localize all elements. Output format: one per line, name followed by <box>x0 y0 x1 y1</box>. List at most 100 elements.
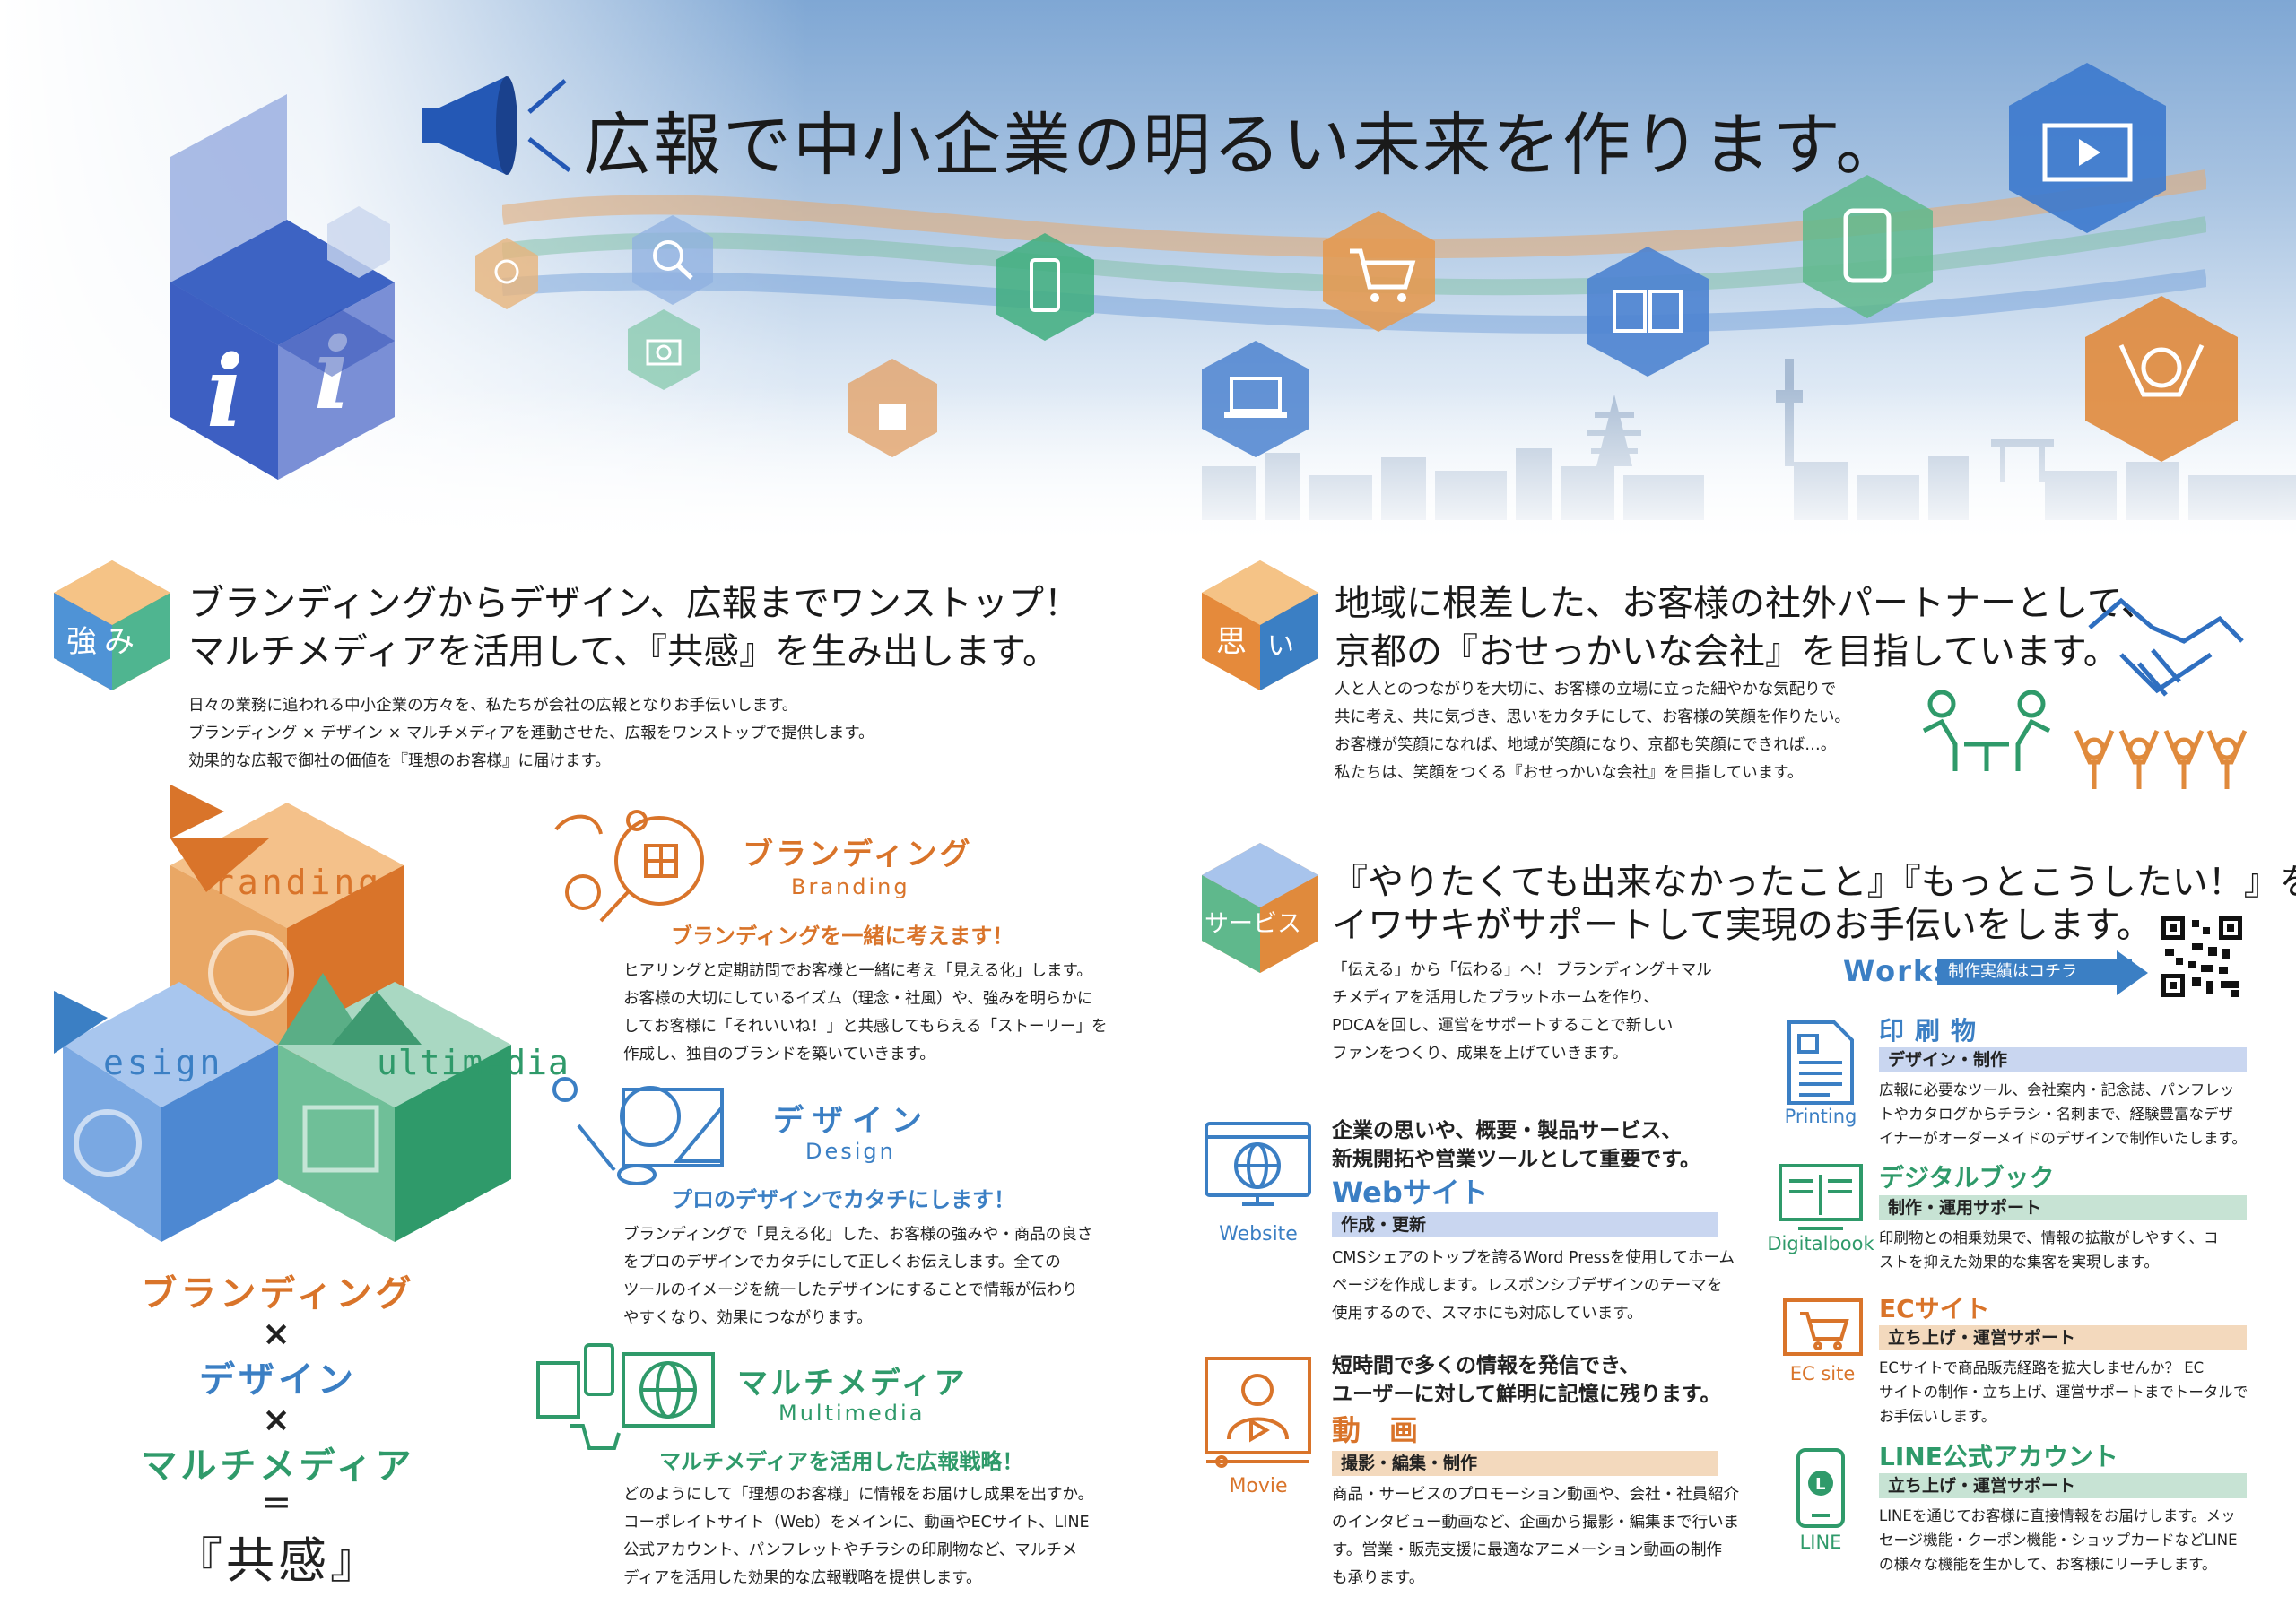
search-hex-icon <box>632 215 713 305</box>
multimedia-body: どのようにして「理想のお客様」に情報をお届けし成果を出すか。 コーポレイトサイト… <box>623 1486 1094 1587</box>
equation-times-1: × <box>262 1314 294 1353</box>
badge-service-label: サービス <box>1205 910 1301 938</box>
equation-branding: ブランディング <box>141 1272 415 1315</box>
iwasaki-logo-cube: i i <box>170 94 395 480</box>
branding-title: ブランディング <box>743 837 973 872</box>
website-bar: 作成・更新 <box>1332 1212 1718 1237</box>
multimedia-tagline: マルチメディアを活用した広報戦略！ <box>659 1449 1024 1474</box>
line-bar: 立ち上げ・運営サポート <box>1879 1473 2247 1498</box>
line-caption: LINE <box>1799 1532 1842 1553</box>
arrow-right-icon <box>2117 950 2148 995</box>
badge-strength-hex <box>54 560 170 690</box>
small-cube-icon <box>327 206 390 278</box>
works-link-text: 制作実績はコチラ <box>1937 959 2132 985</box>
svg-text:L: L <box>1815 1475 1825 1494</box>
badge-thought-hex <box>1202 560 1318 690</box>
equation-block: ブランディング × デザイン × マルチメディア ＝ 『共感』 <box>90 1264 466 1592</box>
line-title: LINE公式アカウント <box>1879 1442 2118 1471</box>
camera-hex-icon <box>628 309 700 390</box>
design-title: デザイン <box>773 1103 931 1139</box>
multimedia-subtitle: Multimedia <box>778 1401 926 1426</box>
printing-caption: Printing <box>1784 1106 1857 1127</box>
design-icon <box>552 1077 724 1185</box>
ecsite-icon <box>1783 1298 1863 1356</box>
equation-multimedia: マルチメディア <box>141 1445 415 1487</box>
strength-headline-2: マルチメディアを活用して、『共感』を生み出します。 <box>188 631 1058 673</box>
ecsite-body: ECサイトで商品販売経路を拡大しませんか？ EC サイトの制作・立ち上げ、運営サ… <box>1879 1359 2248 1425</box>
works-label: Works <box>1843 954 1953 988</box>
meeting-people-icon <box>1922 690 2051 771</box>
printing-bar: デザイン・制作 <box>1879 1047 2247 1072</box>
digitalbook-icon <box>1779 1164 1863 1230</box>
line-app-icon: L <box>1796 1448 1845 1528</box>
service-headline-1: 『やりたくても出来なかったこと』『もっとこうしたい！』を <box>1332 862 2296 903</box>
svg-text:i: i <box>206 334 244 449</box>
service-headline-2: イワサキがサポートして実現のお手伝いをします。 <box>1332 905 2152 946</box>
ecsite-caption: EC site <box>1789 1363 1856 1384</box>
equation-times-2: × <box>262 1400 294 1439</box>
printing-title: 印刷物 <box>1879 1016 1987 1046</box>
hero-title: 広報で中小企業の明るい未来を作ります。 <box>583 105 1906 185</box>
badge-thought-label-1: 思 <box>1216 624 1247 660</box>
lightbulb-hex-icon <box>475 238 538 309</box>
badge-strength-label: 強み <box>66 624 142 660</box>
branding-subtitle: Branding <box>791 874 910 899</box>
branding-body: ヒアリングと定期訪問でお客様と一緒に考え「見える化」します。 お客様の大切にして… <box>623 962 1108 1063</box>
cart-hex-icon <box>1323 211 1435 332</box>
website-caption: Website <box>1219 1223 1298 1245</box>
badge-service-hex <box>1202 843 1318 973</box>
cube-label-multimedia: ultimedia <box>377 1043 570 1082</box>
qr-code-icon[interactable] <box>2161 916 2242 997</box>
movie-bar: 撮影・編集・制作 <box>1332 1451 1718 1476</box>
service-body: 「伝える」から「伝わる」へ！ ブランディング＋マル チメディアを活用したプラット… <box>1332 961 1712 1063</box>
design-body: ブランディングで「見える化」した、お客様の強みや・商品の良さ をプロのデザインで… <box>623 1226 1093 1327</box>
digitalbook-title: デジタルブック <box>1879 1163 2055 1193</box>
line-body: LINEを通じてお客様に直接情報をお届けします。メッ セージ機能・クーポン機能・… <box>1879 1507 2238 1573</box>
equation-design: デザイン <box>199 1358 357 1401</box>
works-link[interactable]: Works 制作実績はコチラ <box>1843 950 2148 995</box>
branding-tagline: ブランディングを一緒に考えます！ <box>671 924 1014 949</box>
website-lead: 企業の思いや、概要・製品サービス、 新規開拓や営業ツールとして重要です。 <box>1332 1119 1701 1171</box>
movie-body: 商品・サービスのプロモーション動画や、会社・社員紹介 のインタビュー動画など、企… <box>1332 1486 1740 1587</box>
smartphone-hex-icon <box>996 233 1094 341</box>
website-body: CMSシェアのトップを誇るWord Pressを使用してホーム ページを作成しま… <box>1332 1249 1735 1323</box>
digitalbook-bar: 制作・運用サポート <box>1879 1195 2247 1220</box>
ecsite-bar: 立ち上げ・運営サポート <box>1879 1325 2247 1350</box>
equation-equals: ＝ <box>261 1487 295 1523</box>
video-hex-icon <box>2009 63 2166 233</box>
cube-label-branding: randing <box>213 863 383 902</box>
book-hex-icon <box>1587 247 1709 377</box>
website-icon <box>1205 1122 1311 1206</box>
digitalbook-caption: Digitalbook <box>1767 1233 1874 1254</box>
branding-icon <box>554 810 704 923</box>
printing-body: 広報に必要なツール、会社案内・記念誌、パンフレッ トやカタログからチラシ・名刺ま… <box>1879 1081 2247 1147</box>
cheering-crowd-icon <box>2074 730 2247 789</box>
design-subtitle: Design <box>805 1139 896 1164</box>
thumbs-up-hex-icon <box>848 359 937 457</box>
thought-body: 人と人とのつながりを大切に、お客様の立場に立った細やかな気配りで 共に考え、共に… <box>1335 681 1850 782</box>
strength-headline-1: ブランディングからデザイン、広報までワンストップ！ <box>188 583 1080 624</box>
laptop-hex-icon <box>1202 341 1309 457</box>
line-hex-icon <box>1803 175 1933 318</box>
movie-title: 動 画 <box>1332 1413 1419 1447</box>
cube-label-design: esign <box>103 1043 224 1082</box>
strength-body: 日々の業務に追われる中小企業の方々を、私たちが会社の広報となりお手伝いします。 … <box>188 697 874 770</box>
multimedia-icon <box>536 1343 715 1450</box>
badge-thought-label-2: い <box>1267 630 1294 662</box>
ecsite-title: ECサイト <box>1879 1294 1990 1324</box>
megaphone-icon <box>422 76 571 175</box>
movie-icon <box>1205 1357 1311 1468</box>
movie-caption: Movie <box>1229 1475 1288 1497</box>
website-title: Webサイト <box>1332 1176 1489 1210</box>
digitalbook-body: 印刷物との相乗効果で、情報の拡散がしやすく、コ ストを抑えた効果的な集客を実現し… <box>1879 1229 2219 1271</box>
thought-headline-2: 京都の『おせっかいな会社』を目指しています。 <box>1335 631 2119 673</box>
cheering-hex-icon <box>2085 296 2238 462</box>
design-tagline: プロのデザインでカタチにします！ <box>671 1187 1015 1212</box>
multimedia-title: マルチメディア <box>737 1366 968 1402</box>
bdm-cube-illustration <box>54 785 511 1242</box>
movie-lead: 短時間で多くの情報を発信でき、 ユーザーに対して鮮明に記憶に残ります。 <box>1332 1354 1721 1406</box>
equation-empathy: 『共感』 <box>174 1532 382 1589</box>
thought-headline-1: 地域に根差した、お客様の社外パートナーとして、 <box>1335 583 2157 624</box>
handshake-icon <box>2088 597 2244 697</box>
printing-icon <box>1787 1020 1854 1105</box>
